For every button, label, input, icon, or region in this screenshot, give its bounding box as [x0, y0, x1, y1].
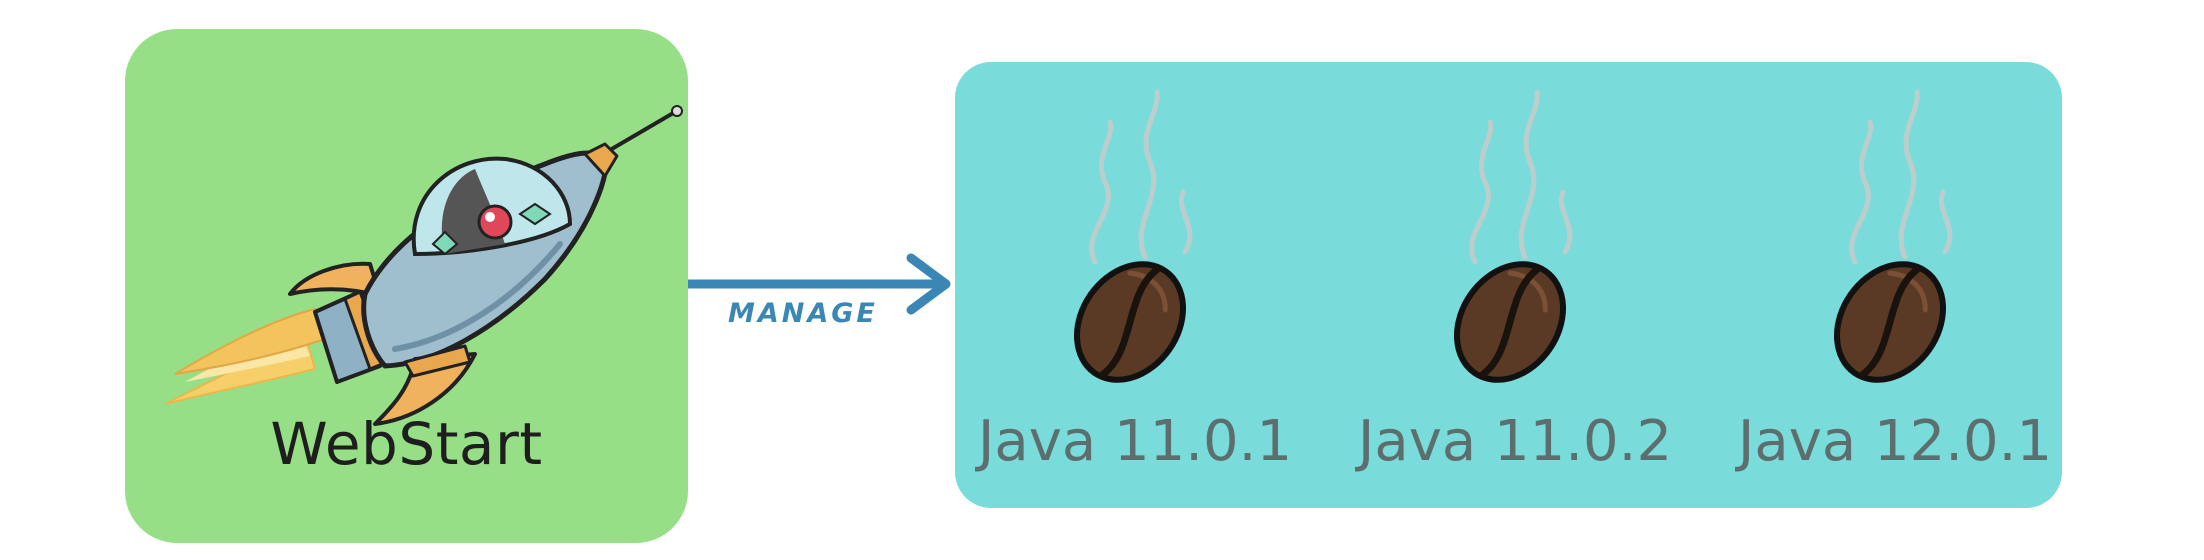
coffee-bean-icon: [1833, 89, 1953, 383]
java-version-label: Java 11.0.2: [1357, 409, 1673, 474]
rocket-flame: [165, 307, 327, 405]
java-version-node: Java 11.0.1: [965, 82, 1305, 492]
manage-label: MANAGE: [728, 298, 878, 329]
rocket-icon: [165, 105, 683, 426]
java-version-node: Java 11.0.2: [1345, 82, 1685, 492]
webstart-label: WebStart: [270, 410, 543, 478]
java-versions-container: Java 11.0.1 Java 11.0.2: [955, 62, 2062, 508]
java-version-node: Java 12.0.1: [1725, 82, 2065, 492]
manage-arrow: [688, 253, 951, 315]
coffee-bean-icon: [1073, 89, 1193, 383]
webstart-node: WebStart: [125, 29, 688, 543]
coffee-bean-icon: [1453, 89, 1573, 383]
java-version-label: Java 11.0.1: [977, 409, 1293, 474]
java-version-label: Java 12.0.1: [1737, 409, 2053, 474]
